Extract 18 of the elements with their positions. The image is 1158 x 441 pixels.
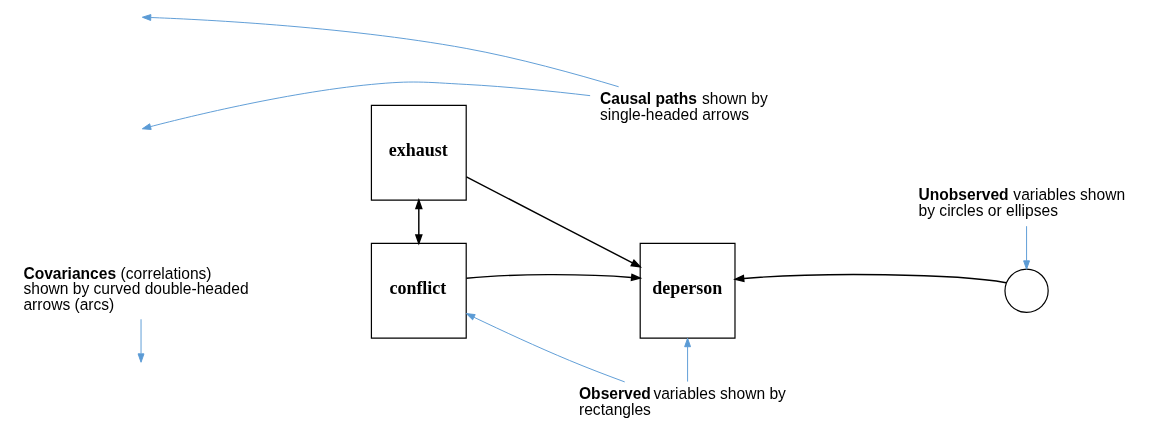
arrow bbox=[465, 312, 626, 382]
node-circle bbox=[1004, 268, 1049, 313]
arrow bbox=[137, 318, 145, 363]
arrow bbox=[733, 273, 1007, 283]
arrow bbox=[1023, 225, 1030, 270]
arrow bbox=[141, 13, 620, 87]
arrow bbox=[141, 81, 591, 130]
node-text: Unobserved variables shown by circles or ellipses bbox=[918, 185, 1126, 219]
arrow bbox=[684, 337, 691, 382]
node-box: deperson bbox=[639, 242, 736, 339]
node-text: Covariances (correlations) shown by curved double-headed arrows (arcs) bbox=[23, 264, 249, 313]
node-box: conflict bbox=[370, 242, 467, 339]
node-box: exhaust bbox=[370, 104, 467, 201]
node-text: Causal paths shown by single-headed arrows bbox=[600, 89, 768, 123]
arrow bbox=[465, 272, 643, 281]
arrow bbox=[414, 197, 423, 246]
arrow bbox=[465, 175, 642, 268]
node-text: Observed variables shown by rectangles bbox=[579, 384, 786, 418]
